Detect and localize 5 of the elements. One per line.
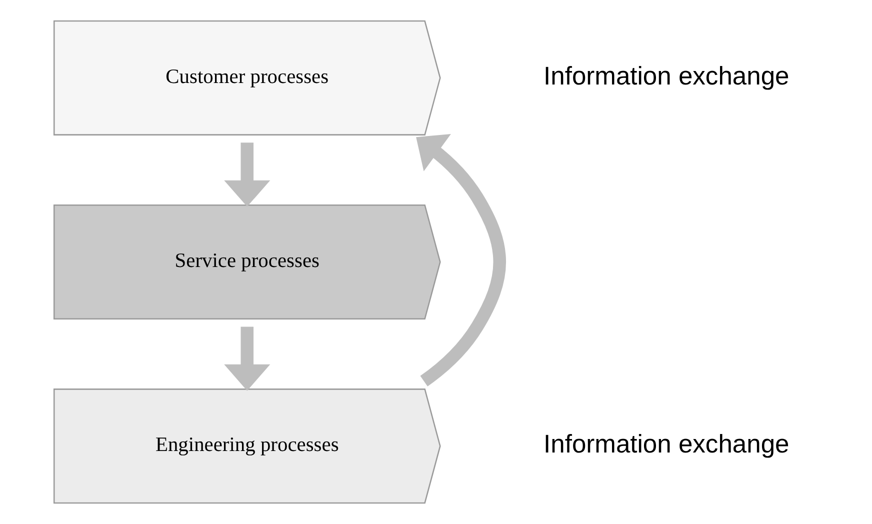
- label: Information exchange: [544, 62, 790, 90]
- arrow: [224, 326, 270, 391]
- label: Information exchange: [544, 430, 790, 458]
- arrow: [416, 134, 506, 386]
- arrow: [224, 142, 270, 207]
